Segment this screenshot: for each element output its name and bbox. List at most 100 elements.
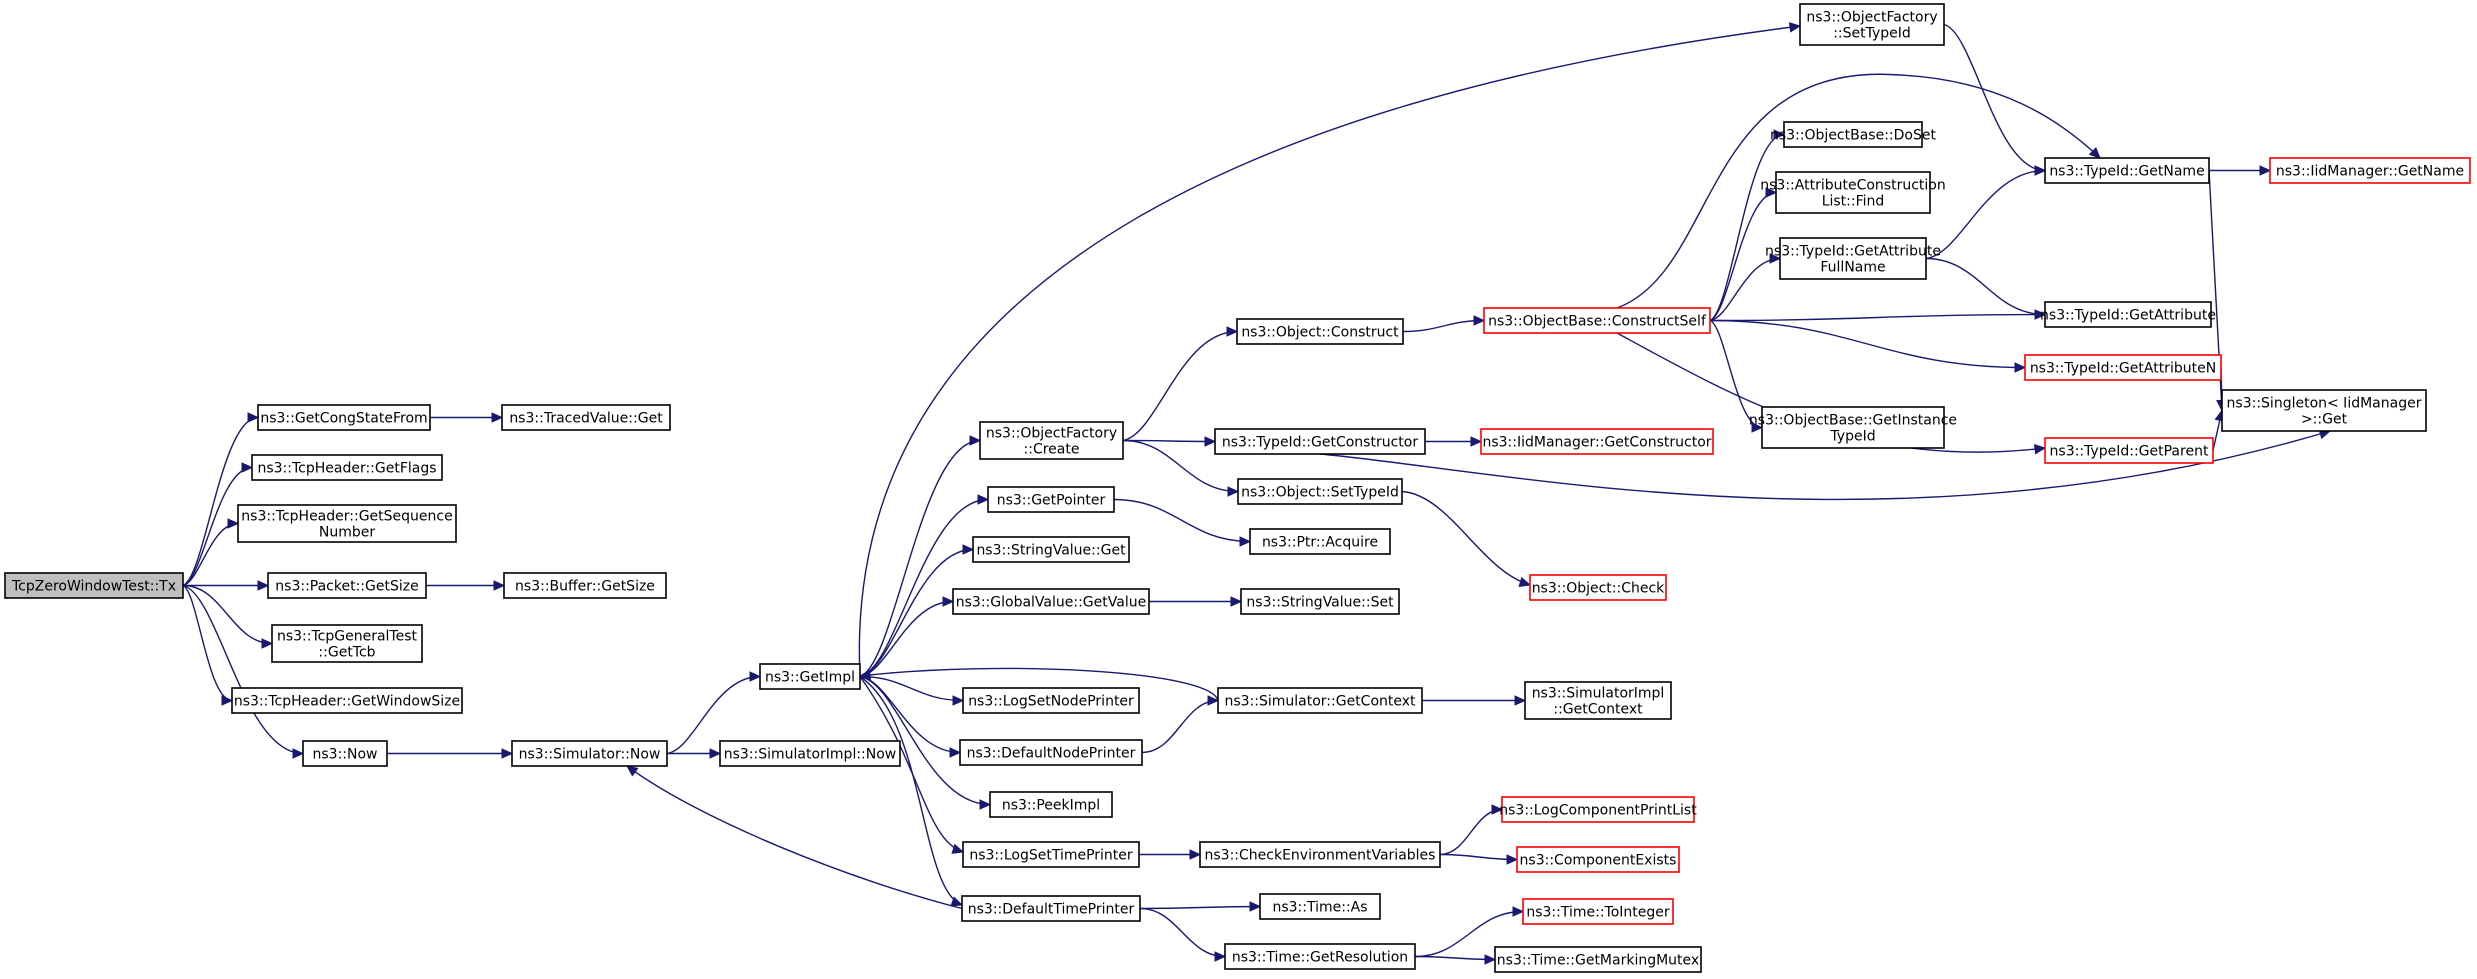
- node-objsettid[interactable]: ns3::Object::SetTypeId: [1237, 478, 1403, 505]
- edge-tidgetctor-to-iidgetctor: [1425, 436, 1483, 447]
- node-label-getcong-0: ns3::GetCongStateFrom: [260, 411, 427, 427]
- node-label-getimpl-0: ns3::GetImpl: [765, 670, 855, 686]
- node-label-pktsize-0: ns3::Packet::GetSize: [275, 579, 418, 595]
- node-logsettime[interactable]: ns3::LogSetTimePrinter: [962, 841, 1140, 868]
- edge-getimpl-to-logsettime: [859, 676, 965, 854]
- node-logcomplist[interactable]: ns3::LogComponentPrintList: [1499, 796, 1697, 823]
- edge-root-to-pktsize: [183, 580, 270, 591]
- node-label-getwin-0: ns3::TcpHeader::GetWindowSize: [234, 694, 460, 710]
- node-ofcreate[interactable]: ns3::ObjectFactory::Create: [979, 421, 1124, 460]
- node-bufsize[interactable]: ns3::Buffer::GetSize: [503, 572, 667, 599]
- node-peekimpl[interactable]: ns3::PeekImpl: [989, 791, 1113, 818]
- edge-getpointer-to-ptracq: [1113, 498, 1252, 547]
- node-label-objsettid-0: ns3::Object::SetTypeId: [1241, 485, 1399, 501]
- node-label-tidgetparent-0: ns3::TypeId::GetParent: [2050, 444, 2209, 460]
- node-getflags[interactable]: ns3::TcpHeader::GetFlags: [251, 454, 443, 481]
- node-simimplnow[interactable]: ns3::SimulatorImpl::Now: [719, 740, 901, 767]
- node-strset[interactable]: ns3::StringValue::Set: [1240, 588, 1400, 615]
- edge-deftime-to-simnow: [626, 765, 963, 910]
- node-tidgetattr[interactable]: ns3::TypeId::GetAttribute: [2040, 301, 2216, 328]
- node-label-simimplctx-1: ::GetContext: [1553, 702, 1643, 718]
- node-label-objconstruct-0: ns3::Object::Construct: [1241, 325, 1399, 341]
- edge-gvget-to-strset: [1149, 596, 1243, 607]
- edge-root-to-getflags: [182, 462, 254, 587]
- node-label-ptracq-0: ns3::Ptr::Acquire: [1262, 535, 1378, 551]
- node-getcong[interactable]: ns3::GetCongStateFrom: [257, 404, 431, 431]
- edge-obconstructself-to-tidgetname: [1616, 73, 2101, 309]
- node-simgetctx[interactable]: ns3::Simulator::GetContext: [1217, 687, 1423, 714]
- node-strget[interactable]: ns3::StringValue::Get: [972, 536, 1130, 563]
- node-tidgetparent[interactable]: ns3::TypeId::GetParent: [2044, 437, 2214, 464]
- node-iidgetctor[interactable]: ns3::IidManager::GetConstructor: [1480, 428, 1714, 455]
- node-label-root-0: TcpZeroWindowTest::Tx: [11, 579, 176, 595]
- node-simimplctx[interactable]: ns3::SimulatorImpl::GetContext: [1524, 681, 1672, 720]
- edge-getimpl-to-logsetnode: [859, 675, 965, 706]
- node-tointeger[interactable]: ns3::Time::ToInteger: [1522, 898, 1674, 925]
- edge-obconstructself-to-obgetinst: [1709, 319, 1764, 433]
- node-iidgetname[interactable]: ns3::IidManager::GetName: [2269, 157, 2471, 184]
- edge-tidgetattrfull-to-tidgetattr: [1925, 257, 2047, 320]
- edge-tidgetname-to-iidgetname: [2208, 165, 2272, 176]
- node-root[interactable]: TcpZeroWindowTest::Tx: [4, 572, 184, 599]
- node-label-simgetctx-0: ns3::Simulator::GetContext: [1224, 694, 1416, 710]
- edge-objconstruct-to-obconstructself: [1402, 315, 1486, 333]
- node-gvget[interactable]: ns3::GlobalValue::GetValue: [952, 588, 1150, 615]
- node-objcheck[interactable]: ns3::Object::Check: [1529, 574, 1667, 601]
- node-checkenv[interactable]: ns3::CheckEnvironmentVariables: [1199, 841, 1441, 868]
- node-label-deftime-0: ns3::DefaultTimePrinter: [968, 902, 1135, 918]
- node-defnode[interactable]: ns3::DefaultNodePrinter: [959, 739, 1143, 766]
- node-label-tidgetattr-0: ns3::TypeId::GetAttribute: [2040, 308, 2216, 324]
- node-label-strset-0: ns3::StringValue::Set: [1246, 595, 1394, 611]
- node-pktsize[interactable]: ns3::Packet::GetSize: [267, 572, 427, 599]
- node-ptracq[interactable]: ns3::Ptr::Acquire: [1249, 528, 1391, 555]
- node-getpointer[interactable]: ns3::GetPointer: [987, 486, 1115, 513]
- edge-obconstructself-to-tidgetattr: [1709, 309, 2047, 322]
- edge-obconstructself-to-attrfind: [1709, 187, 1778, 322]
- edge-checkenv-to-logcomplist: [1439, 804, 1504, 856]
- node-simnow[interactable]: ns3::Simulator::Now: [511, 740, 668, 767]
- node-ofsettid[interactable]: ns3::ObjectFactory::SetTypeId: [1799, 3, 1945, 46]
- node-tidgetctor[interactable]: ns3::TypeId::GetConstructor: [1214, 428, 1426, 455]
- node-label-obgetinst-1: TypeId: [1829, 429, 1875, 445]
- node-label-logcomplist-0: ns3::LogComponentPrintList: [1499, 803, 1697, 819]
- node-tracedget[interactable]: ns3::TracedValue::Get: [501, 404, 671, 431]
- edge-defnode-to-simgetctx: [1141, 695, 1220, 754]
- node-gettcb[interactable]: ns3::TcpGeneralTest::GetTcb: [271, 624, 423, 663]
- edge-getimpl-to-peekimpl: [859, 675, 992, 810]
- node-objconstruct[interactable]: ns3::Object::Construct: [1236, 318, 1404, 345]
- node-label-tidgetattrn-0: ns3::TypeId::GetAttributeN: [2030, 361, 2216, 377]
- edge-now-to-simnow: [386, 748, 514, 759]
- node-label-simimplctx-0: ns3::SimulatorImpl: [1532, 686, 1665, 702]
- node-compexists[interactable]: ns3::ComponentExists: [1516, 846, 1680, 873]
- node-obdoset[interactable]: ns3::ObjectBase::DoSet: [1770, 121, 1936, 148]
- node-logsetnode[interactable]: ns3::LogSetNodePrinter: [962, 687, 1140, 714]
- node-tidgetname[interactable]: ns3::TypeId::GetName: [2044, 157, 2210, 184]
- node-getimpl[interactable]: ns3::GetImpl: [759, 663, 861, 690]
- edge-objsettid-to-objcheck: [1401, 490, 1532, 588]
- node-label-logsettime-0: ns3::LogSetTimePrinter: [969, 848, 1133, 864]
- node-timeres[interactable]: ns3::Time::GetResolution: [1224, 943, 1416, 970]
- node-label-now-0: ns3::Now: [313, 747, 378, 763]
- node-label-ofcreate-0: ns3::ObjectFactory: [986, 426, 1117, 442]
- node-timeas[interactable]: ns3::Time::As: [1259, 893, 1381, 920]
- node-tidgetattrn[interactable]: ns3::TypeId::GetAttributeN: [2024, 354, 2222, 381]
- node-label-gvget-0: ns3::GlobalValue::GetValue: [956, 595, 1146, 611]
- node-label-simnow-0: ns3::Simulator::Now: [519, 747, 661, 763]
- node-label-getflags-0: ns3::TcpHeader::GetFlags: [257, 461, 436, 477]
- edge-logsettime-to-checkenv: [1139, 849, 1202, 860]
- node-deftime[interactable]: ns3::DefaultTimePrinter: [961, 895, 1141, 922]
- node-getwin[interactable]: ns3::TcpHeader::GetWindowSize: [231, 687, 463, 714]
- node-markingmutex[interactable]: ns3::Time::GetMarkingMutex: [1494, 946, 1702, 973]
- node-now[interactable]: ns3::Now: [302, 740, 388, 767]
- node-label-getseq-1: Number: [319, 525, 375, 541]
- node-singleton[interactable]: ns3::Singleton< IidManager>::Get: [2221, 389, 2427, 432]
- edge-ofcreate-to-tidgetctor: [1122, 436, 1217, 447]
- edge-timeres-to-tointeger: [1414, 906, 1525, 958]
- node-obconstructself[interactable]: ns3::ObjectBase::ConstructSelf: [1483, 307, 1711, 334]
- node-label-tidgetattrfull-0: ns3::TypeId::GetAttribute: [1765, 244, 1941, 260]
- node-label-objcheck-0: ns3::Object::Check: [1532, 581, 1665, 597]
